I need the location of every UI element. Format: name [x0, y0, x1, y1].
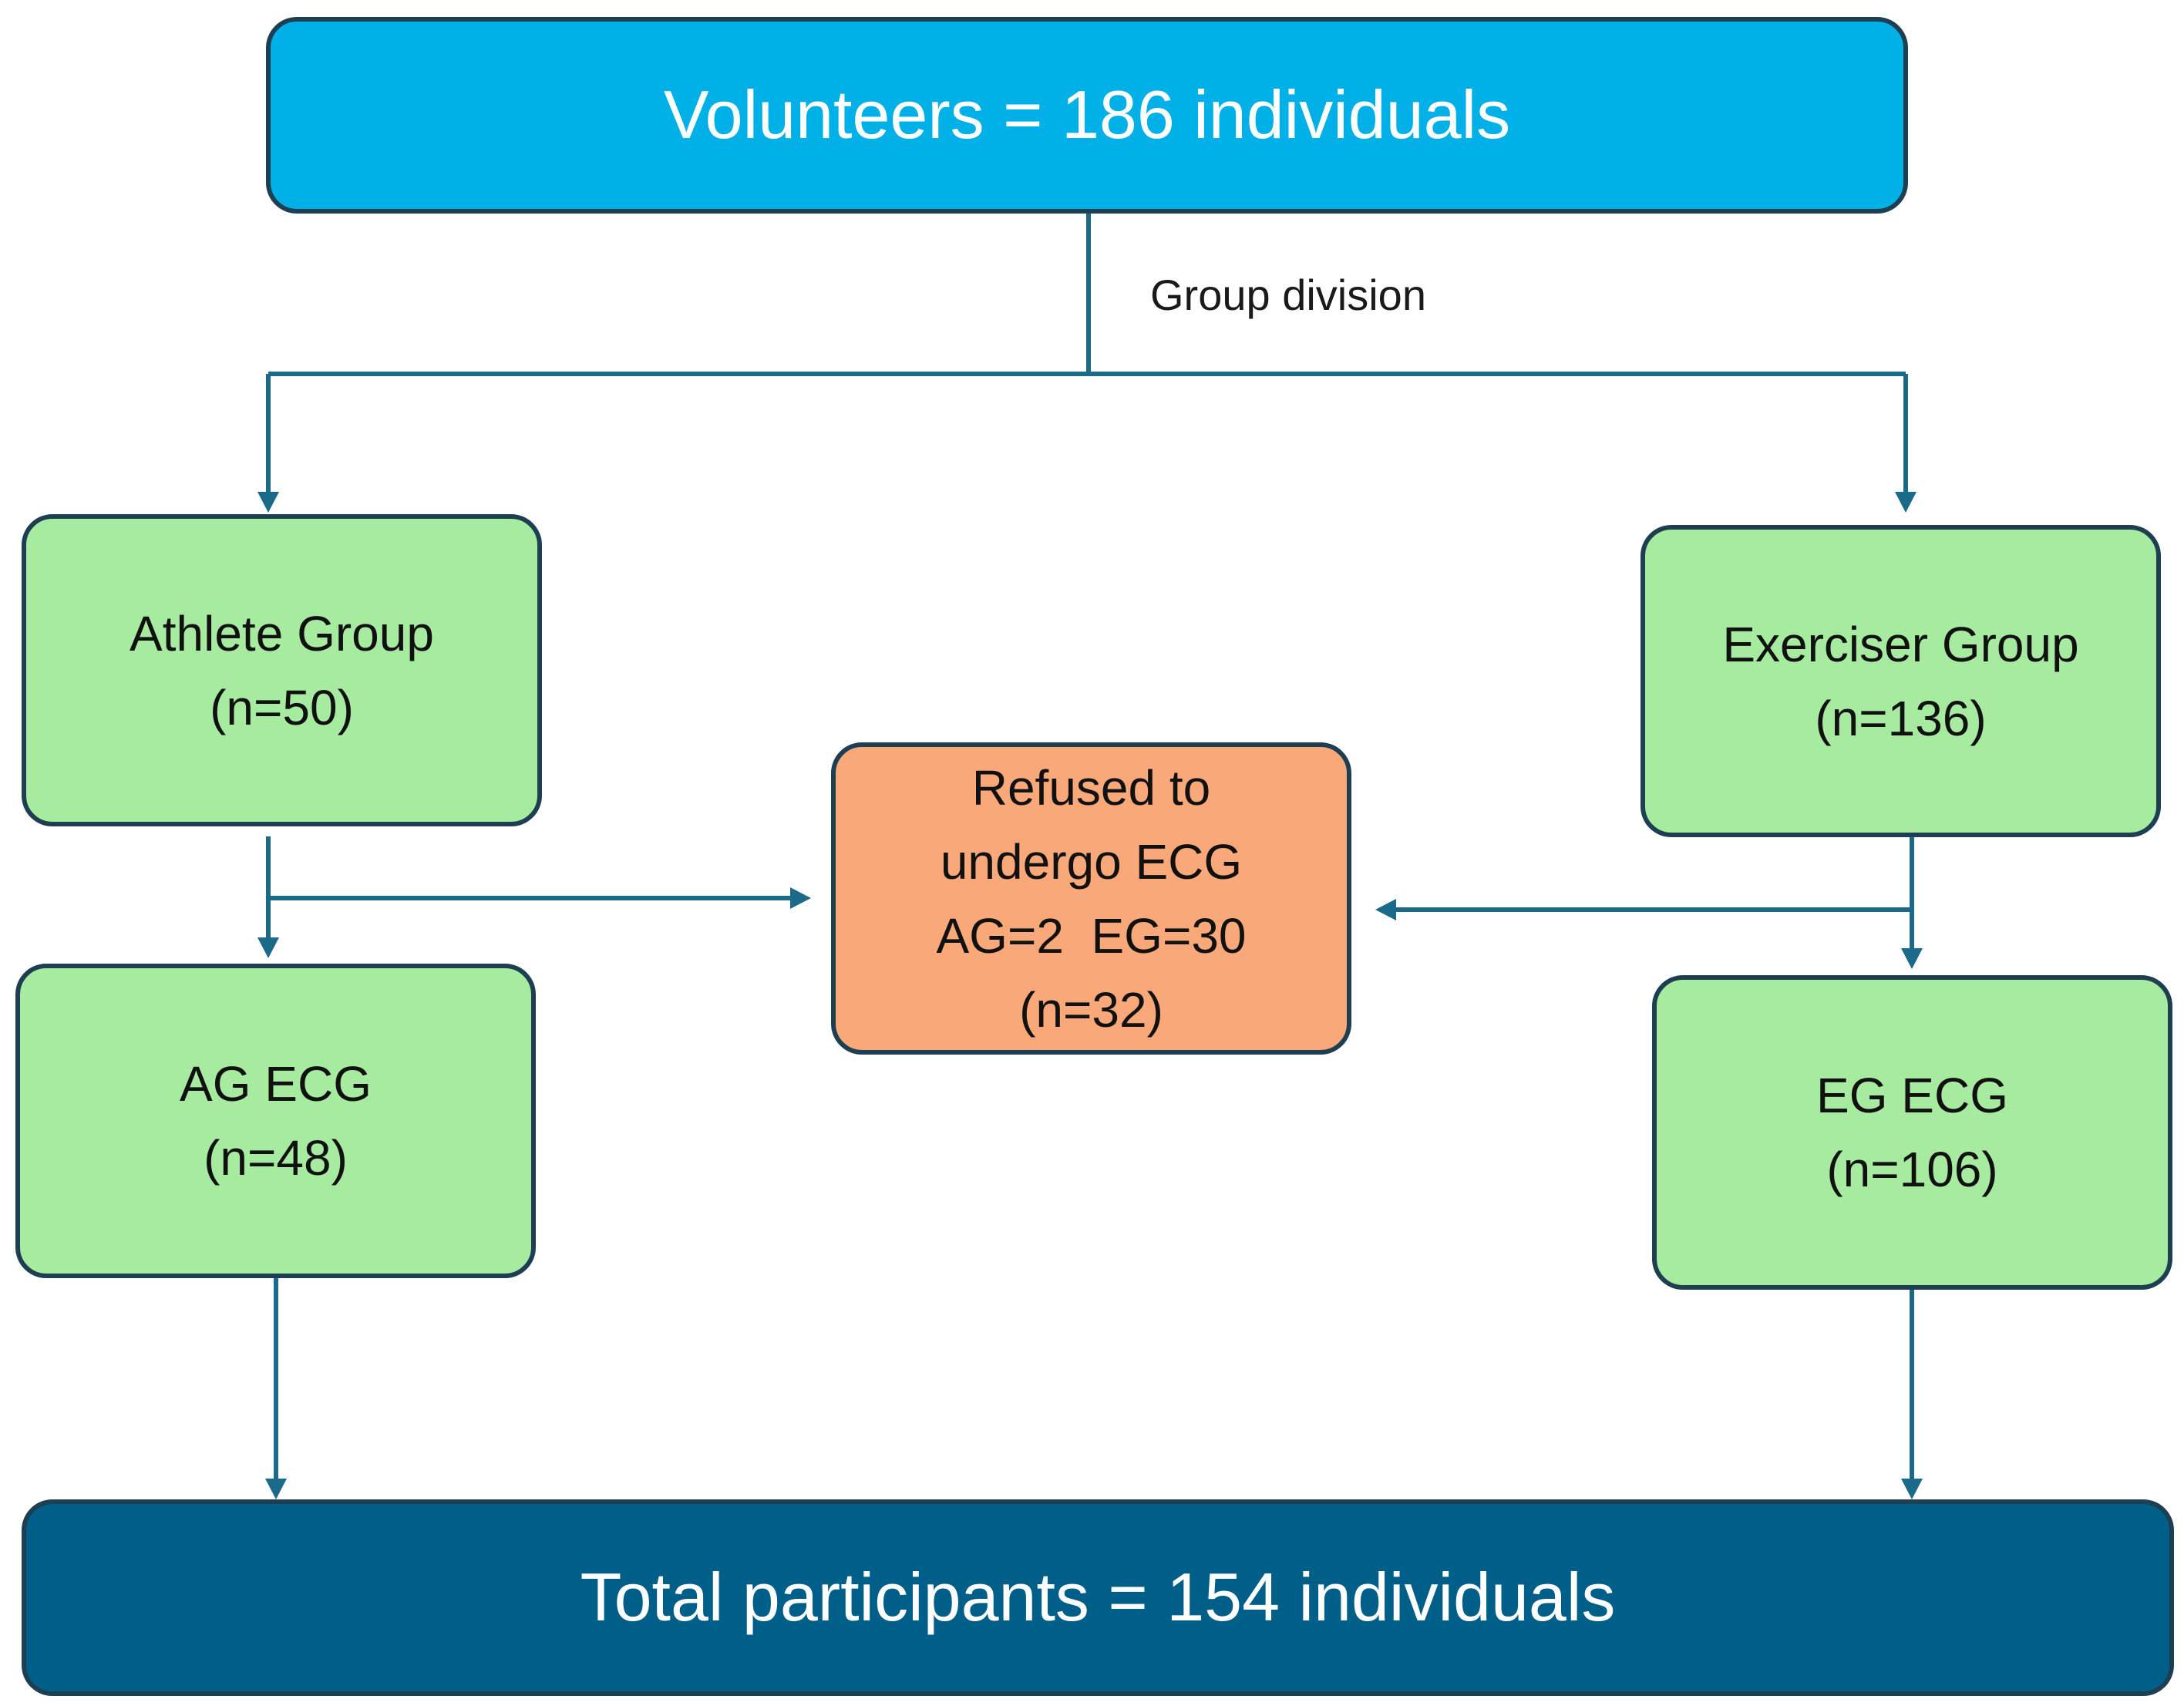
arrowhead-athlete [257, 492, 279, 513]
total-participants-box: Total participants = 154 individuals [22, 1499, 2174, 1696]
volunteers-label: Volunteers = 186 individuals [663, 76, 1511, 153]
refused-line2: undergo ECG [940, 833, 1243, 890]
arrowhead-refused-left [790, 887, 811, 909]
refused-count: (n=32) [1019, 981, 1163, 1038]
athlete-group-name: Athlete Group [130, 605, 434, 661]
group-division-label: Group division [1150, 271, 1426, 319]
volunteers-box: Volunteers = 186 individuals [266, 17, 1908, 214]
total-participants-label: Total participants = 154 individuals [580, 1559, 1616, 1636]
arrowhead-exerciser [1895, 492, 1916, 513]
eg-ecg-box: EG ECG (n=106) [1652, 975, 2172, 1290]
arrowhead-refused-right [1375, 899, 1396, 920]
ag-ecg-name: AG ECG [180, 1056, 372, 1112]
ag-ecg-count: (n=48) [204, 1130, 348, 1186]
arrowhead-agecg [257, 937, 279, 958]
exerciser-group-count: (n=136) [1815, 690, 1987, 746]
refused-box: Refused to undergo ECG AG=2 EG=30 (n=32) [831, 742, 1351, 1055]
eg-ecg-name: EG ECG [1816, 1068, 2008, 1123]
refused-line1: Refused to [971, 759, 1211, 816]
exerciser-group-name: Exerciser Group [1722, 616, 2079, 672]
exerciser-group-box: Exerciser Group (n=136) [1641, 525, 2161, 837]
athlete-group-count: (n=50) [210, 679, 354, 735]
arrowhead-total-right [1901, 1479, 1923, 1499]
arrowhead-egecg [1901, 948, 1923, 969]
ag-ecg-box: AG ECG (n=48) [15, 964, 536, 1278]
refused-line3: AG=2 EG=30 [936, 907, 1247, 964]
athlete-group-box: Athlete Group (n=50) [22, 514, 542, 826]
arrowhead-total-left [265, 1479, 287, 1499]
eg-ecg-count: (n=106) [1826, 1142, 1998, 1197]
